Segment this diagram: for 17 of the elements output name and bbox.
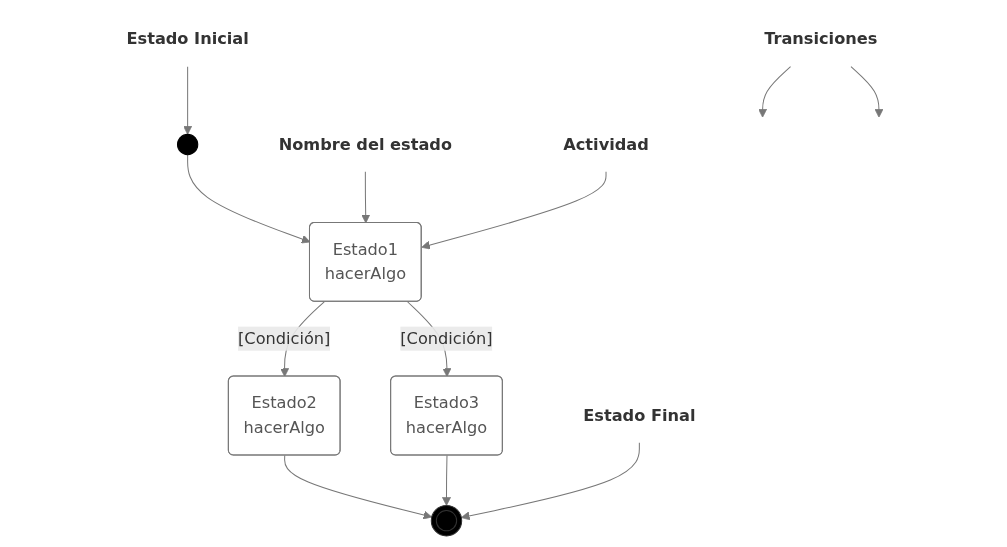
transition-arrow bbox=[182, 65, 192, 135]
transition-arrow bbox=[460, 441, 640, 520]
node-text: Actividad bbox=[562, 133, 649, 154]
edge-label: [Condición] bbox=[399, 328, 493, 348]
node-text: Estado Inicial bbox=[125, 28, 249, 48]
transition-arrow bbox=[441, 454, 451, 506]
node-text: Estado Final bbox=[582, 404, 695, 425]
node-circle bbox=[430, 504, 462, 536]
transition-arrow bbox=[283, 454, 432, 519]
node-circle bbox=[176, 133, 198, 155]
node-text: Transiciones bbox=[763, 28, 877, 48]
transition-arrow bbox=[360, 170, 370, 223]
pointer-arrow bbox=[850, 65, 883, 118]
transition-arrow bbox=[420, 170, 607, 249]
node-text: Nombre del estado bbox=[278, 133, 452, 154]
edge-label: [Condición] bbox=[237, 328, 330, 348]
pointer-arrow bbox=[757, 65, 791, 118]
